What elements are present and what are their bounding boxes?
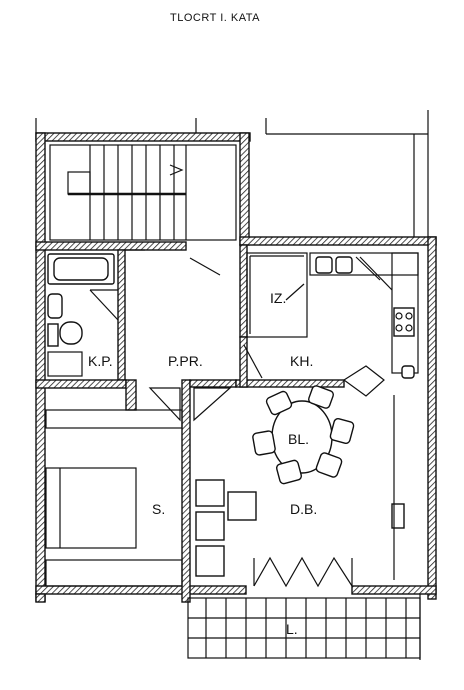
label-db: D.B. [290, 501, 317, 517]
label-s: S. [152, 501, 165, 517]
dining-set [252, 385, 355, 485]
label-ppr: P.PR. [168, 353, 203, 369]
bedroom-bed [45, 409, 183, 587]
living-seating [195, 395, 405, 580]
label-iz: IZ. [270, 290, 286, 306]
bathroom-fixtures [47, 249, 221, 377]
kitchen-fixtures [243, 252, 419, 379]
label-bl: BL. [288, 431, 309, 447]
room-labels: K.P. P.PR. IZ. KH. BL. S. D.B. L. [88, 290, 317, 637]
label-l: L. [286, 621, 298, 637]
balcony-doors [253, 556, 353, 588]
staircase [49, 144, 237, 241]
label-kh: KH. [290, 353, 313, 369]
plan-title: TLOCRT I. KATA [170, 12, 260, 24]
interior-walls [35, 241, 345, 603]
loggia [187, 594, 421, 660]
upper-terrace [35, 110, 429, 237]
label-kp: K.P. [88, 353, 113, 369]
hall-doors [148, 365, 385, 422]
